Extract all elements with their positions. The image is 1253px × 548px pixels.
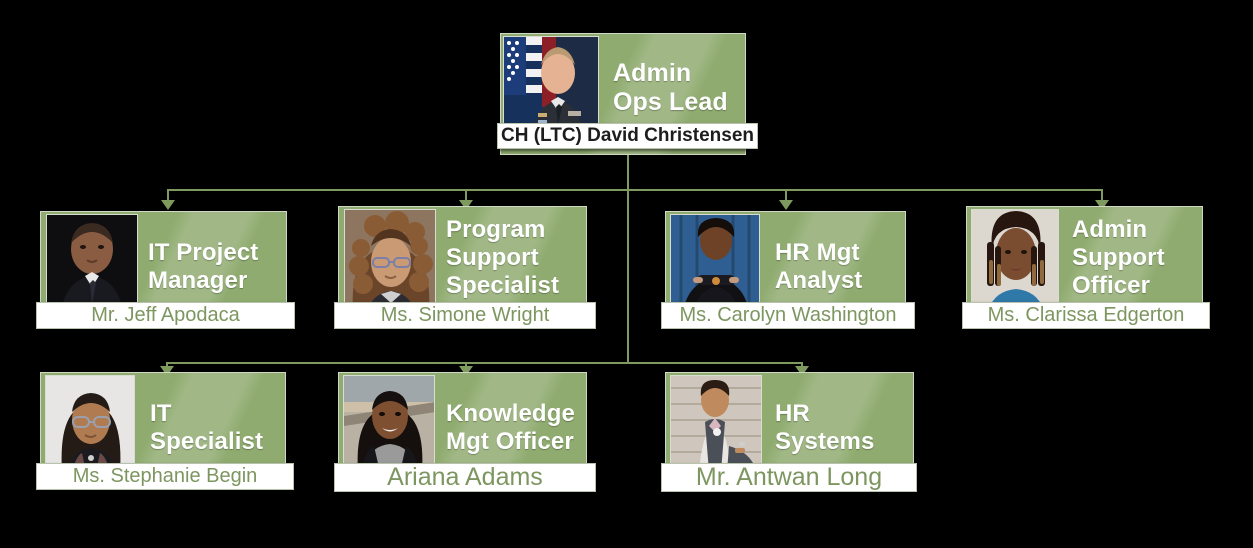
- node-title-it-project-manager: IT Project Manager: [148, 239, 283, 295]
- portrait-illustration: [344, 376, 434, 470]
- title-line-2: Manager: [148, 266, 248, 294]
- title-line-2: Analyst: [775, 266, 863, 294]
- arrow-l3-2: [459, 366, 473, 376]
- connector-root-to-level3: [627, 189, 629, 363]
- title-line-2: Ops Lead: [613, 88, 728, 116]
- node-name-plate-root: CH (LTC) David Christensen: [497, 123, 758, 149]
- node-title-root: Admin Ops Lead: [613, 59, 738, 117]
- connector-level3-bus: [166, 362, 803, 364]
- title-line-3: Specialist: [446, 271, 560, 299]
- connector-root-stem: [627, 155, 629, 191]
- node-name-plate-clarissa-edgerton: Ms. Clarissa Edgerton: [962, 302, 1210, 329]
- portrait-illustration: [972, 210, 1058, 309]
- avatar-photo-simone-wright: [344, 209, 436, 310]
- node-title-admin-support-officer: Admin Support Officer: [1072, 216, 1197, 299]
- portrait-illustration: [47, 215, 137, 309]
- arrow-l2-2: [459, 200, 473, 210]
- node-name-plate-antwan-long: Mr. Antwan Long: [661, 463, 917, 492]
- arrow-l3-3: [795, 366, 809, 376]
- connector-drop-l2-4: [1101, 189, 1103, 203]
- node-title-hr-systems: HR Systems: [775, 400, 910, 456]
- node-name-plate-carolyn-washington: Ms. Carolyn Washington: [661, 302, 915, 329]
- title-line-3: Officer: [1072, 271, 1151, 299]
- node-name-plate-jeff-apodaca: Mr. Jeff Apodaca: [36, 302, 295, 329]
- avatar-photo-clarissa-edgerton: [971, 209, 1059, 310]
- title-line-1: Knowledge: [446, 400, 575, 427]
- org-node-admin-support-officer[interactable]: Admin Support Officer Ms. Clarissa Edger…: [962, 206, 1216, 334]
- title-line-2: Systems: [775, 427, 875, 455]
- org-node-hr-systems[interactable]: HR Systems Mr. Antwan Long: [661, 372, 930, 492]
- org-node-it-project-manager[interactable]: IT Project Manager Mr. Jeff Apodaca: [36, 211, 300, 333]
- avatar-photo-ariana-adams: [343, 375, 435, 471]
- connector-level2-bus: [167, 189, 1103, 191]
- avatar-photo-antwan-long: [670, 375, 762, 471]
- arrow-l3-1: [160, 366, 174, 376]
- org-node-program-support-specialist[interactable]: Program Support Specialist Ms. Simone Wr…: [334, 206, 603, 334]
- node-name-plate-ariana-adams: Ariana Adams: [334, 463, 596, 492]
- node-name-plate-simone-wright: Ms. Simone Wright: [334, 302, 596, 329]
- node-title-hr-mgt-analyst: HR Mgt Analyst: [775, 239, 897, 295]
- avatar-photo-jeff-apodaca: [46, 214, 138, 310]
- title-line-1: HR Mgt: [775, 239, 860, 266]
- portrait-illustration: [671, 376, 761, 470]
- title-line-1: Admin: [613, 59, 692, 87]
- title-line-1: Program: [446, 216, 546, 243]
- avatar-photo-stephanie-begin: [45, 375, 135, 471]
- org-node-it-specialist[interactable]: IT Specialist Ms. Stephanie Begin: [36, 372, 300, 492]
- title-line-1: HR: [775, 400, 810, 427]
- arrow-l2-3: [779, 200, 793, 210]
- org-node-hr-mgt-analyst[interactable]: HR Mgt Analyst Ms. Carolyn Washington: [661, 211, 930, 333]
- portrait-illustration: [345, 210, 435, 309]
- arrow-l2-4: [1095, 200, 1109, 210]
- node-title-knowledge-mgt-officer: Knowledge Mgt Officer: [446, 400, 596, 456]
- avatar-photo-carolyn-washington: [670, 214, 760, 310]
- org-node-admin-ops-lead[interactable]: Admin Ops Lead CH (LTC) David Christense…: [497, 33, 760, 155]
- title-line-2: Specialist: [150, 427, 264, 455]
- title-line-1: Admin: [1072, 216, 1148, 243]
- title-line-2: Mgt Officer: [446, 427, 574, 455]
- portrait-illustration: [46, 376, 134, 470]
- portrait-illustration: [671, 215, 759, 309]
- title-line-1: IT Project: [148, 239, 259, 266]
- org-node-knowledge-mgt-officer[interactable]: Knowledge Mgt Officer Ariana Adams: [334, 372, 603, 492]
- node-title-it-specialist: IT Specialist: [150, 400, 285, 456]
- connector-drop-l2-3: [785, 189, 787, 203]
- title-line-1: IT: [150, 400, 172, 427]
- node-name-plate-stephanie-begin: Ms. Stephanie Begin: [36, 463, 294, 490]
- title-line-2: Support: [1072, 243, 1165, 271]
- arrow-l2-1: [161, 200, 175, 210]
- title-line-2: Support: [446, 243, 539, 271]
- connector-drop-l2-1: [167, 189, 169, 203]
- node-title-program-support-specialist: Program Support Specialist: [446, 216, 592, 299]
- connector-drop-l2-2: [465, 189, 467, 203]
